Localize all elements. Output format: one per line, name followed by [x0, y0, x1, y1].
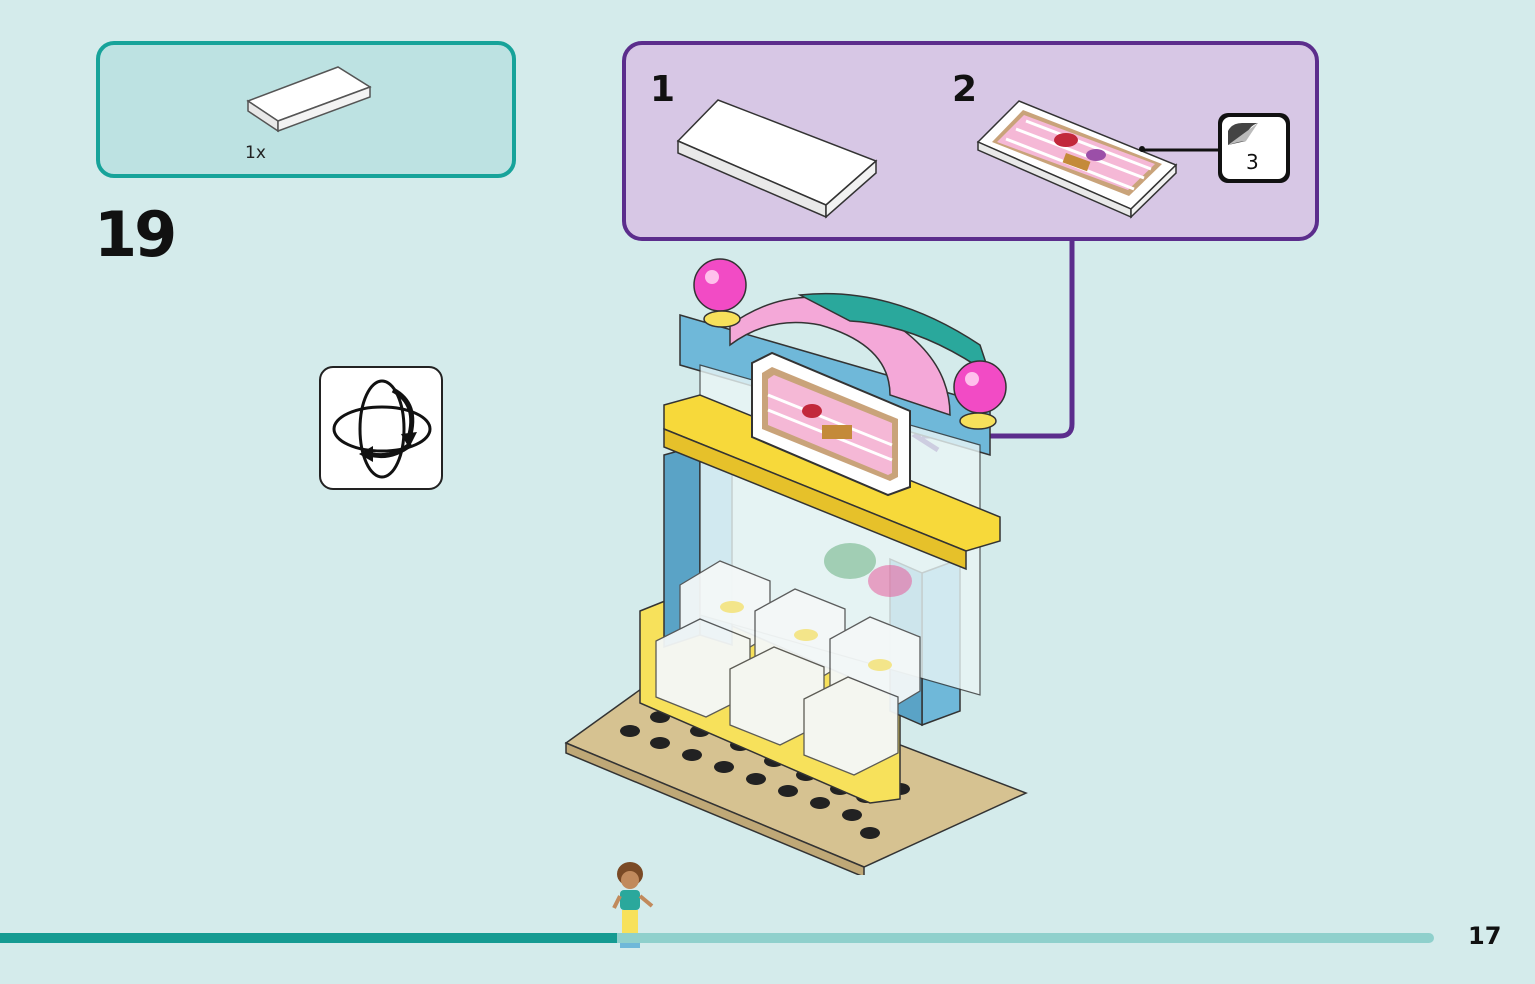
white-tile-icon	[676, 99, 878, 219]
sub-step-2-number: 2	[952, 69, 978, 110]
page-number: 17	[1468, 922, 1502, 950]
minifigure-icon	[612, 862, 654, 948]
white-tile-icon	[246, 66, 372, 133]
rotate-model-box	[319, 366, 443, 490]
step-number: 19	[94, 198, 177, 271]
progress-bar	[0, 933, 1434, 943]
sub-assembly-box: 1 2	[622, 41, 1319, 241]
sub-assembly-drawings	[676, 99, 1290, 219]
parts-list-box: 1x	[96, 41, 516, 178]
printed-tile-icon	[976, 100, 1178, 219]
booth-model	[564, 258, 1028, 875]
part-quantity: 1x	[245, 143, 266, 163]
rotate-icon	[332, 379, 432, 479]
progress-fill	[0, 933, 617, 943]
sticker-icon	[1218, 113, 1290, 183]
sticker-number: 3	[1246, 150, 1259, 174]
sub-step-1-number: 1	[650, 69, 676, 110]
